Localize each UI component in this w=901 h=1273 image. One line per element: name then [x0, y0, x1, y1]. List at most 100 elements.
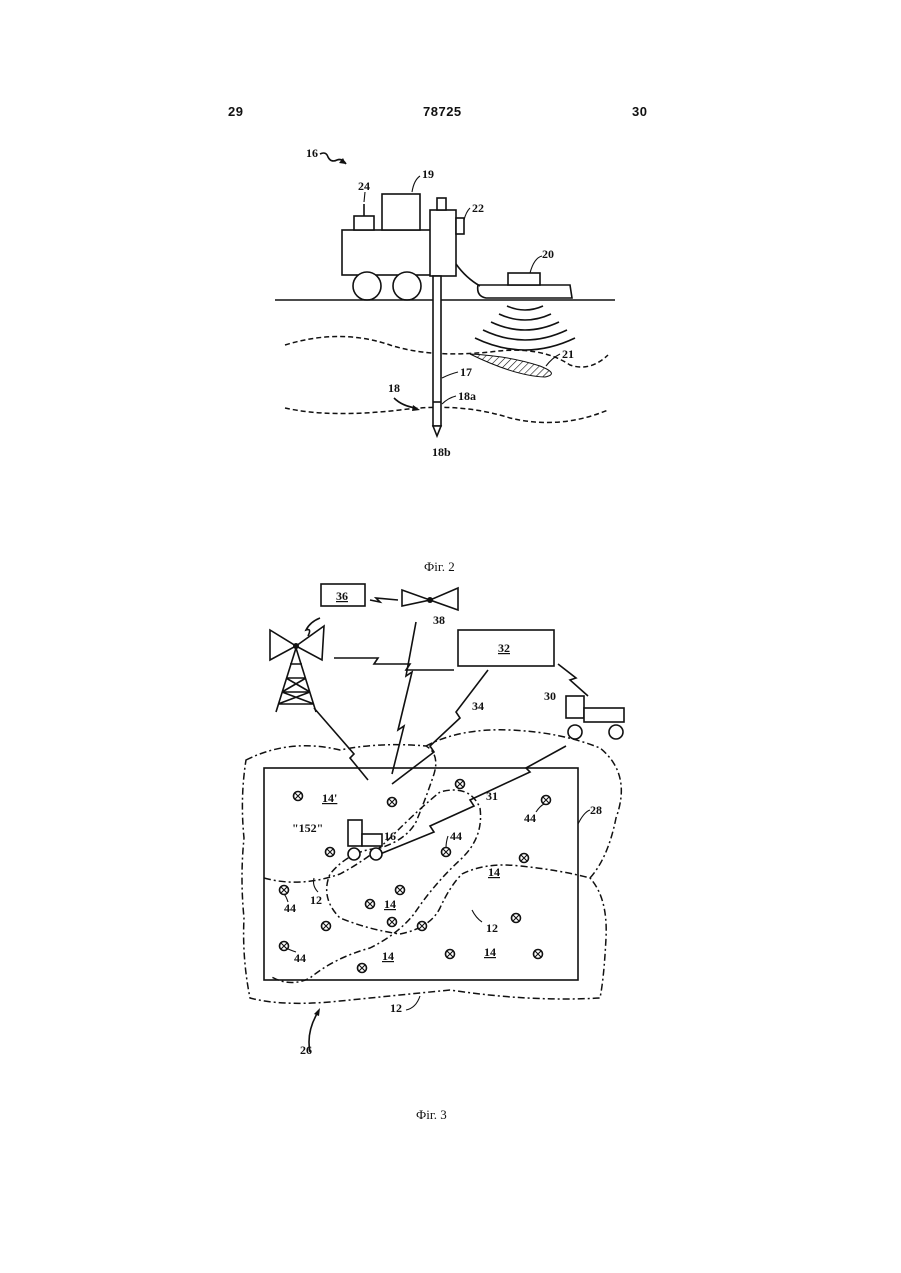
truck-30-wheel-rear [609, 725, 623, 739]
label-44-west: 44 [284, 901, 296, 915]
figure-3-site-network-diagram: 36 38 32 30 34 31 28 "152" 16 14' 14 14 … [230, 578, 640, 1058]
link-tower-rig [314, 708, 368, 780]
stratum-boundary-lower [285, 407, 608, 422]
label-14-east: 14 [488, 865, 500, 879]
leader-24 [364, 192, 365, 202]
link-31 [380, 746, 566, 854]
leader-12-south [406, 996, 420, 1010]
label-22: 22 [472, 201, 484, 215]
leader-17 [442, 372, 458, 378]
label-34: 34 [472, 699, 484, 713]
label-19: 19 [422, 167, 434, 181]
anomaly-21 [470, 354, 551, 377]
wave-1 [507, 306, 543, 310]
label-26: 26 [300, 1043, 312, 1058]
figure-2-caption: Фіг. 2 [424, 559, 455, 575]
borehole-icon [388, 918, 397, 927]
wave-3 [491, 322, 559, 330]
page-number-right: 30 [632, 104, 647, 119]
rig-16-wheel-front [348, 848, 360, 860]
label-18: 18 [388, 381, 400, 395]
label-18b: 18b [432, 445, 451, 459]
antenna-38-right [430, 588, 458, 610]
borehole-icon [418, 922, 427, 931]
label-30: 30 [544, 689, 556, 703]
wheel-left [353, 272, 381, 300]
link-36-38 [370, 598, 398, 602]
label-16: 16 [384, 829, 396, 843]
leader-28 [578, 810, 590, 824]
label-38: 38 [433, 613, 445, 627]
label-17: 17 [460, 365, 472, 379]
rig-16-body [362, 834, 382, 846]
boreholes [280, 780, 551, 973]
rig-16-mast [348, 820, 362, 846]
cab-box [382, 194, 420, 230]
borehole-icon [280, 886, 289, 895]
arrowhead-18 [412, 405, 420, 411]
link-34 [392, 670, 488, 784]
link-32-30 [558, 664, 588, 696]
drill-bit [433, 426, 441, 436]
mast-top [437, 198, 446, 210]
borehole-icon [366, 900, 375, 909]
borehole-icon [446, 950, 455, 959]
truck-30-cab [566, 696, 584, 718]
label-24: 24 [358, 179, 370, 193]
label-18a: 18a [458, 389, 476, 403]
truck-30-bed [584, 708, 624, 722]
label-36: 36 [336, 589, 348, 603]
label-32: 32 [498, 641, 510, 655]
label-44-sw: 44 [294, 951, 306, 965]
sensor-22 [456, 218, 464, 234]
link-tower-32 [334, 658, 454, 670]
borehole-icon [322, 922, 331, 931]
leader-12-east [472, 910, 482, 922]
arrowhead-26 [314, 1008, 320, 1016]
leader-18a [442, 396, 456, 404]
label-31: 31 [486, 789, 498, 803]
leader-44-ne [536, 804, 544, 812]
label-14-southeast: 14 [484, 945, 496, 959]
wheel-right [393, 272, 421, 300]
wave-2 [499, 314, 551, 320]
mast [430, 210, 456, 276]
tower-antenna-left [270, 630, 296, 660]
leader-20 [530, 256, 542, 273]
rig-16-wheel-rear [370, 848, 382, 860]
label-12-east: 12 [486, 921, 498, 935]
leader-21 [546, 354, 560, 366]
stratum-boundary-upper [285, 337, 608, 368]
page-number-left: 29 [228, 104, 243, 119]
antenna-38-left [402, 590, 430, 606]
tower-lattice [276, 648, 316, 712]
leader-22 [464, 208, 470, 220]
source-sled [478, 285, 572, 298]
label-14-middle: 14 [384, 897, 396, 911]
label-44-center: 44 [450, 829, 462, 843]
label-14-south: 14 [382, 949, 394, 963]
pointer-18 [394, 398, 416, 408]
borehole-icon [358, 964, 367, 973]
source-box [508, 273, 540, 285]
leader-44-sw [286, 948, 296, 952]
truck-30-wheel-front [568, 725, 582, 739]
label-12-west: 12 [310, 893, 322, 907]
wave-4 [483, 330, 567, 340]
borehole-icon [396, 886, 405, 895]
borehole-icon [520, 854, 529, 863]
controller-box [354, 216, 374, 230]
antenna-38-hub [427, 597, 433, 603]
source-cable [456, 264, 480, 286]
site-boundary-28 [264, 768, 578, 980]
label-44-ne: 44 [524, 811, 536, 825]
figure-2-drilling-rig-diagram: 16 24 19 22 20 21 17 18a 18b [270, 140, 620, 480]
link-38-rig [392, 622, 416, 774]
borehole-icon [326, 848, 335, 857]
figure-3-caption: Фіг. 3 [416, 1107, 447, 1123]
borehole-icon [442, 848, 451, 857]
vehicle-body [342, 230, 440, 275]
label-21: 21 [562, 347, 574, 361]
drill-rod-17 [433, 276, 441, 426]
label-12-south: 12 [390, 1001, 402, 1015]
